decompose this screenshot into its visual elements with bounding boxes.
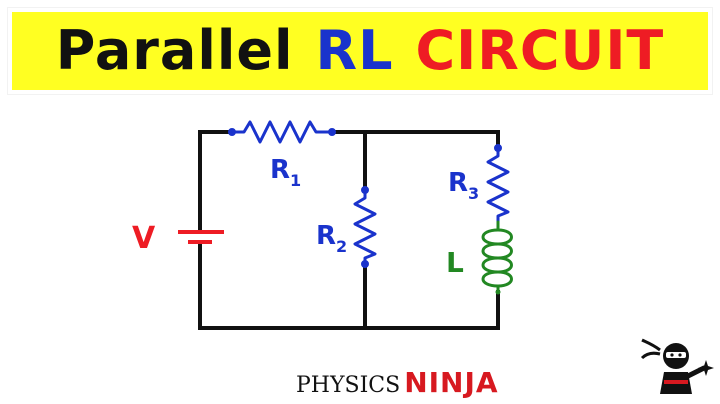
title-banner: Parallel RL CIRCUIT <box>7 7 713 95</box>
resistor-r3-label: R3 <box>448 168 479 203</box>
wire-left-top <box>198 130 234 234</box>
ninja-mascot-icon <box>640 338 714 394</box>
brand-physics: PHYSICS <box>296 373 401 398</box>
resistor-r1-symbol <box>228 120 336 144</box>
resistor-r2-label: R2 <box>316 221 347 256</box>
resistor-r1-label: R1 <box>270 155 301 190</box>
title-word-parallel: Parallel <box>55 19 294 82</box>
voltage-source-symbol <box>178 230 224 244</box>
wires <box>198 130 500 330</box>
source-label: V <box>132 221 156 256</box>
brand-wordmark: PHYSICS NINJA <box>296 366 499 399</box>
title-word-circuit: CIRCUIT <box>415 19 665 82</box>
wire-left-bottom <box>198 240 500 330</box>
title-word-rl: RL <box>315 19 394 82</box>
resistor-r2-symbol <box>353 186 377 268</box>
resistor-r3-symbol <box>486 144 510 222</box>
inductor-label: L <box>446 246 464 279</box>
brand-ninja: NINJA <box>404 366 499 399</box>
inductor-l-symbol <box>481 220 513 295</box>
